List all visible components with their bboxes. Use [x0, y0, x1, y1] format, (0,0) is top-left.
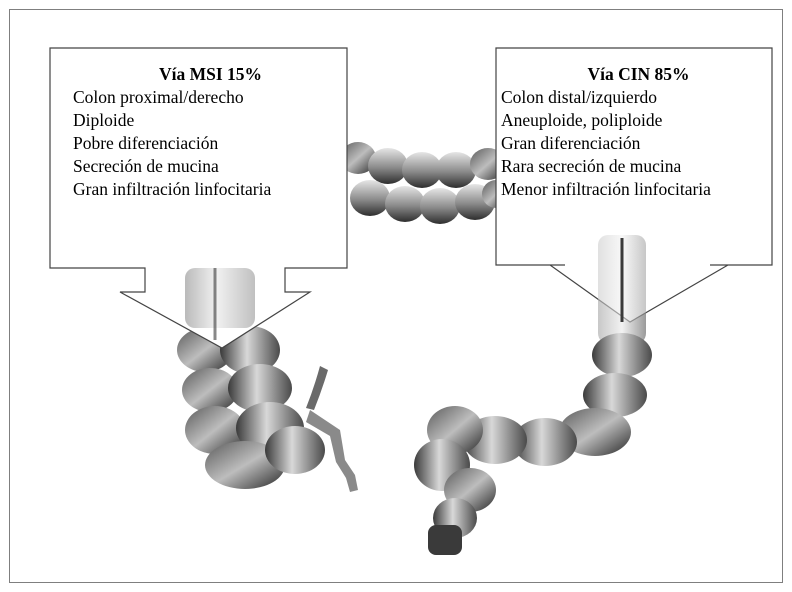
msi-item: Pobre diferenciación [73, 132, 348, 155]
figure-frame: Vía MSI 15% Colon proximal/derecho Diplo… [9, 9, 783, 583]
cin-item: Aneuploide, poliploide [501, 109, 776, 132]
msi-callout: Vía MSI 15% Colon proximal/derecho Diplo… [73, 63, 348, 201]
msi-item: Diploide [73, 109, 348, 132]
cin-item: Menor infiltración linfocitaria [501, 178, 776, 201]
cin-item: Colon distal/izquierdo [501, 86, 776, 109]
msi-title: Vía MSI 15% [73, 63, 348, 86]
transverse-colon [340, 142, 510, 224]
cin-item: Gran diferenciación [501, 132, 776, 155]
cin-arrow-overlay [598, 235, 646, 325]
cin-callout: Vía CIN 85% Colon distal/izquierdo Aneup… [501, 63, 776, 201]
msi-item: Secreción de mucina [73, 155, 348, 178]
msi-item: Gran infiltración linfocitaria [73, 178, 348, 201]
cin-item: Rara secreción de mucina [501, 155, 776, 178]
msi-item: Colon proximal/derecho [73, 86, 348, 109]
cin-title: Vía CIN 85% [501, 63, 776, 86]
